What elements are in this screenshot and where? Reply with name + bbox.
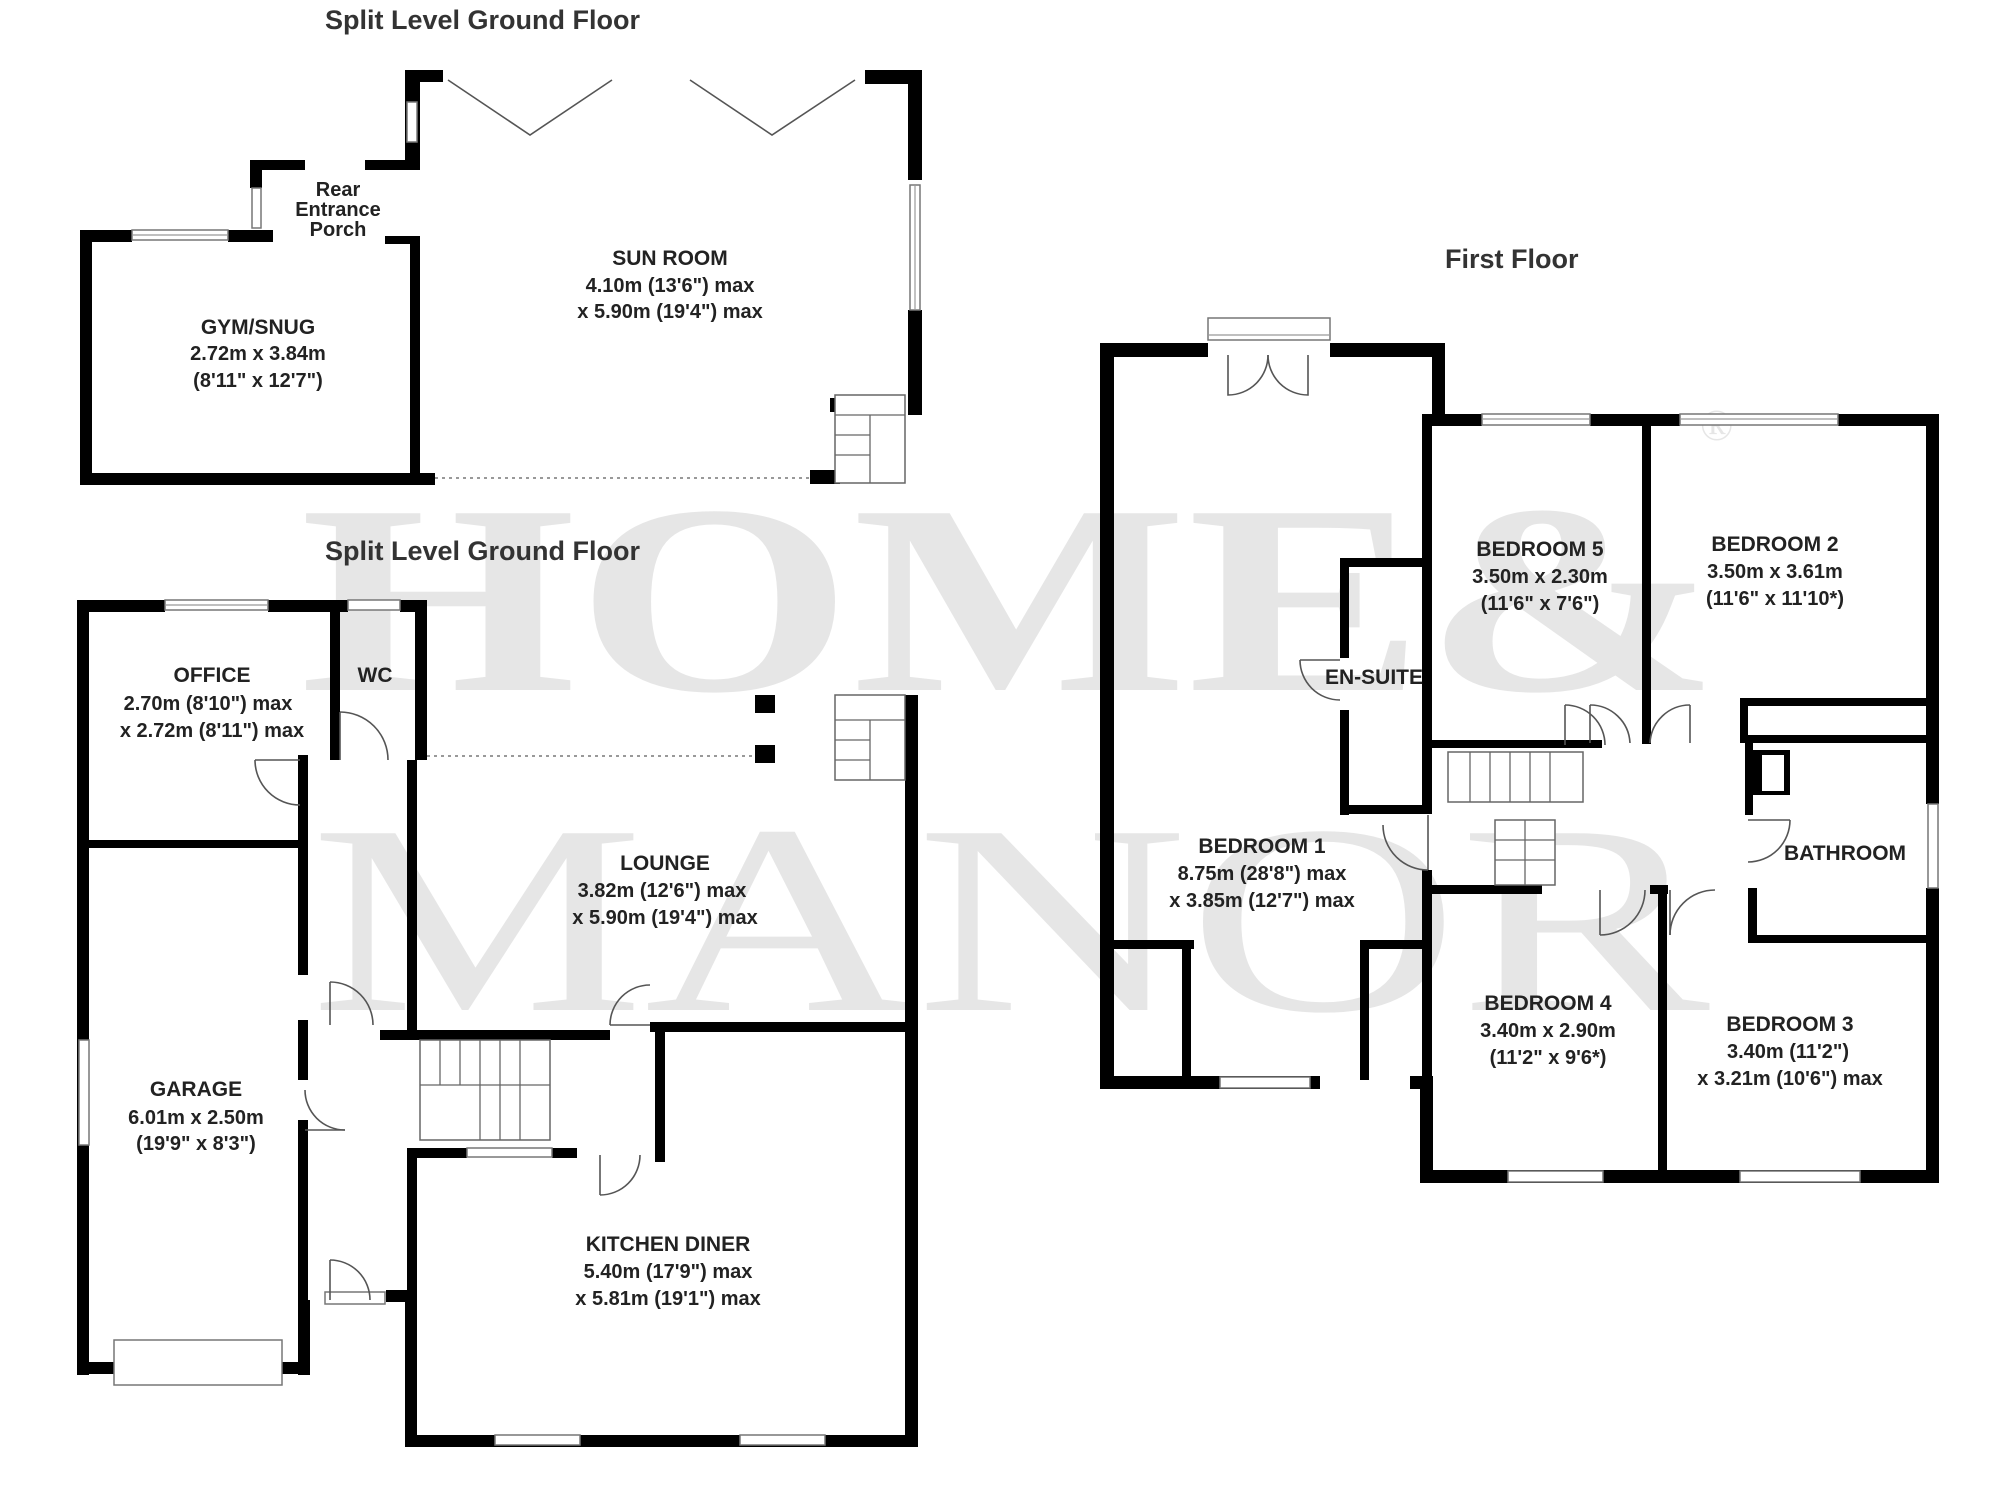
bedroom1-dim-2: x 3.85m (12'7") max: [1169, 890, 1354, 912]
sun-room-dim-1: 4.10m (13'6") max: [586, 275, 755, 297]
lower-split-level-title: Split Level Ground Floor: [325, 536, 641, 566]
bedroom4-name: BEDROOM 4: [1484, 992, 1612, 1015]
bedroom5-name: BEDROOM 5: [1476, 538, 1604, 561]
lounge-kitchen-door: [609, 984, 651, 1026]
lounge-dim-1: 3.82m (12'6") max: [578, 880, 747, 902]
sun-room-bifold-doors: [447, 79, 856, 136]
wc-door: [339, 711, 389, 761]
bedroom2-door: [1649, 704, 1691, 744]
hall-window: [466, 1147, 553, 1158]
landing-door: [1564, 704, 1606, 746]
bedroom1-balcony-doors: [1227, 354, 1309, 396]
bathroom-window: [1927, 803, 1939, 889]
first-floor-plan: [1100, 317, 1939, 1183]
bedroom5-window: [1481, 413, 1591, 426]
bedroom3-dim-1: 3.40m (11'2"): [1727, 1041, 1849, 1063]
sun-room-side-window: [909, 184, 921, 311]
bedroom1-bottom-window: [1219, 1076, 1311, 1089]
bedroom4-door: [1599, 889, 1646, 936]
sun-room-name: SUN ROOM: [612, 247, 728, 270]
ensuite-door: [1299, 659, 1341, 701]
watermark-line-2: MANOR: [310, 770, 1712, 1069]
office-dim-2: x 2.72m (8'11") max: [120, 720, 304, 742]
sun-room-dim-2: x 5.90m (19'4") max: [577, 301, 762, 323]
garage-side-window: [78, 1039, 90, 1146]
bedroom4-dim-2: (11'2" x 9'6*): [1490, 1047, 1607, 1069]
bedroom2-name: BEDROOM 2: [1711, 533, 1838, 556]
kitchen-door: [599, 1154, 641, 1196]
bedroom3-window: [1739, 1170, 1861, 1183]
first-floor-stairs: [1447, 751, 1584, 886]
bedroom2-dim-1: 3.50m x 3.61m: [1707, 561, 1843, 583]
garage-door: [113, 1339, 283, 1386]
office-door: [254, 759, 301, 806]
upper-split-level-plan: [80, 70, 922, 485]
office-name: OFFICE: [174, 664, 251, 687]
lounge-name: LOUNGE: [620, 852, 710, 875]
upper-split-level-title: Split Level Ground Floor: [325, 5, 641, 35]
lounge-stairs-up: [834, 694, 906, 781]
bathroom-name: BATHROOM: [1784, 842, 1906, 865]
rear-porch-label-1: Rear: [316, 179, 361, 201]
lounge-dim-2: x 5.90m (19'4") max: [572, 907, 757, 929]
first-floor-title: First Floor: [1445, 244, 1579, 274]
bedroom1-door: [1382, 815, 1429, 871]
rear-porch-label-3: Porch: [310, 219, 367, 241]
bedroom4-dim-1: 3.40m x 2.90m: [1480, 1020, 1616, 1042]
bedroom1-name: BEDROOM 1: [1198, 835, 1326, 858]
bedroom5-dim-2: (11'6" x 7'6"): [1481, 593, 1600, 615]
gym-dim-1: 2.72m x 3.84m: [190, 343, 326, 365]
wc-name: WC: [358, 664, 393, 687]
ensuite-name: EN-SUITE: [1325, 666, 1423, 689]
bathroom-door: [1747, 819, 1791, 863]
garage-dim-2: (19'9" x 8'3"): [136, 1133, 256, 1155]
kitchen-dim-2: x 5.81m (19'1") max: [575, 1288, 760, 1310]
watermark-line-1: HOME&: [300, 450, 1720, 749]
garage-hall-door: [304, 1089, 346, 1131]
office-dim-1: 2.70m (8'10") max: [124, 693, 293, 715]
garage-name: GARAGE: [150, 1078, 242, 1101]
bedroom3-door: [1669, 889, 1716, 936]
hall-lounge-door: [329, 981, 374, 1026]
lower-split-level-plan: [77, 599, 918, 1447]
bedroom2-window: [1679, 413, 1839, 426]
wc-window: [347, 599, 401, 611]
kitchen-name: KITCHEN DINER: [586, 1233, 751, 1256]
porch-side-window: [406, 101, 418, 143]
bedroom2-dim-2: (11'6" x 11'10*): [1706, 588, 1844, 610]
bedroom3-dim-2: x 3.21m (10'6") max: [1697, 1068, 1882, 1090]
kitchen-window-left: [494, 1434, 581, 1446]
upper-stairs: [834, 394, 906, 484]
bedroom5-dim-1: 3.50m x 2.30m: [1472, 566, 1608, 588]
hall-stairs: [419, 1039, 551, 1141]
bedroom4-window: [1507, 1170, 1604, 1183]
kitchen-window-right: [739, 1434, 826, 1446]
front-door: [329, 1259, 371, 1301]
gym-name: GYM/SNUG: [201, 316, 315, 339]
kitchen-dim-1: 5.40m (17'9") max: [584, 1261, 753, 1283]
gym-dim-2: (8'11" x 12'7"): [193, 370, 323, 392]
watermark: HOME& MANOR ®: [300, 401, 1733, 1069]
porch-window: [251, 187, 262, 229]
office-window: [164, 599, 269, 611]
rear-porch-label-2: Entrance: [295, 199, 381, 221]
gym-window: [131, 229, 229, 241]
bedroom3-name: BEDROOM 3: [1726, 1013, 1853, 1036]
front-door-frame: [324, 1291, 386, 1305]
bedroom1-dim-1: 8.75m (28'8") max: [1178, 863, 1347, 885]
bedroom1-top-windows: [1207, 317, 1331, 341]
bedroom5-door: [1589, 704, 1631, 744]
garage-dim-1: 6.01m x 2.50m: [128, 1107, 264, 1129]
